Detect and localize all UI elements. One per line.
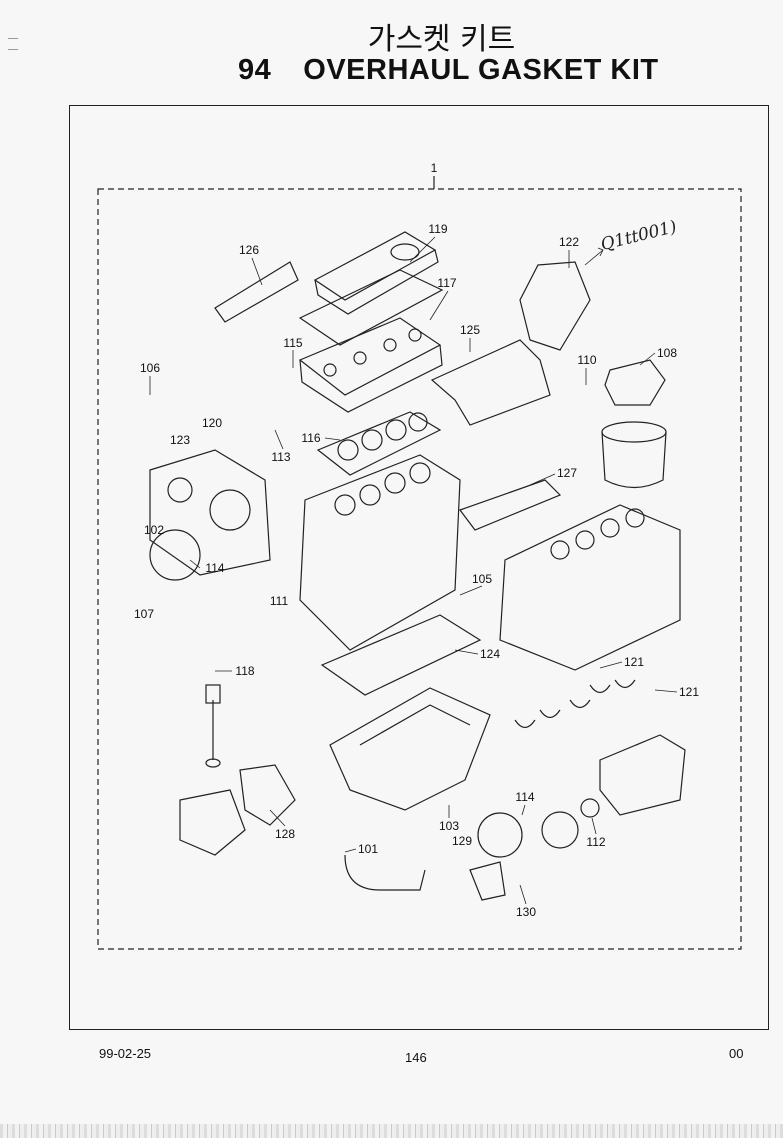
callout-107: 107	[133, 607, 155, 621]
callout-101: 101	[357, 842, 379, 856]
callout-125: 125	[459, 323, 481, 337]
callout-124: 124	[479, 647, 501, 661]
oil-pan	[329, 687, 491, 811]
diagram-frame	[69, 105, 769, 1030]
oil-pipe	[344, 854, 426, 891]
callout-120: 120	[201, 416, 223, 430]
footer-revision: 00	[729, 1046, 744, 1061]
callout-129: 129	[451, 834, 473, 848]
callout-116: 116	[301, 431, 321, 445]
title-text: OVERHAUL GASKET KIT	[303, 54, 659, 86]
callout-130: 130	[515, 905, 537, 919]
page-title: 94 OVERHAUL GASKET KIT	[238, 54, 659, 87]
callout-118: 118	[235, 664, 255, 678]
water-pump-gasket	[239, 764, 296, 826]
timing-cover	[149, 449, 271, 576]
head-gasket	[316, 411, 442, 476]
callout-1: 1	[430, 161, 438, 175]
o-ring-small	[580, 798, 600, 818]
callout-114b: 114	[515, 790, 535, 804]
callout-126: 126	[238, 243, 260, 257]
section-number: 94	[238, 54, 272, 86]
rocker-cover	[313, 231, 439, 315]
scan-artifact-strip	[0, 1124, 783, 1138]
callout-121b: 121	[678, 685, 700, 699]
callout-103: 103	[438, 819, 460, 833]
footer-date: 99-02-25	[99, 1046, 152, 1061]
housing-gasket	[519, 261, 591, 351]
injection-pump	[599, 734, 686, 816]
oil-pan-gasket	[320, 614, 482, 696]
footer-page-number: 146	[405, 1050, 427, 1065]
callout-117: 117	[437, 276, 457, 290]
callout-111: 111	[269, 594, 289, 608]
callout-112: 112	[586, 835, 606, 849]
kit-boundary	[97, 188, 742, 950]
rocker-gasket	[298, 269, 444, 346]
o-ring	[477, 812, 523, 858]
callout-114: 114	[205, 561, 225, 575]
cylinder-block-view	[499, 504, 681, 671]
callout-105: 105	[471, 572, 493, 586]
callout-102: 102	[143, 523, 165, 537]
callout-127: 127	[556, 466, 578, 480]
water-pump	[179, 789, 246, 856]
callout-leaders	[149, 236, 678, 905]
cylinder-head	[298, 317, 443, 413]
title-korean: 가스켓 키트	[367, 22, 516, 57]
callout-113: 113	[271, 450, 291, 464]
callout-115: 115	[283, 336, 303, 350]
callout-123: 123	[169, 433, 191, 447]
side-cover-gasket	[459, 479, 562, 531]
valve-assembly	[205, 684, 221, 768]
manifold-gasket	[214, 261, 299, 323]
callout-119: 119	[428, 222, 448, 236]
thermostat	[469, 861, 506, 901]
intake-manifold	[430, 339, 551, 426]
pulley	[149, 529, 201, 581]
callout-106: 106	[139, 361, 161, 375]
cylinder-block	[299, 454, 461, 651]
callout-108: 108	[656, 346, 678, 360]
callout-128: 128	[274, 827, 296, 841]
cover-plate	[541, 811, 579, 849]
bearing-shells	[514, 679, 636, 729]
callout-122: 122	[558, 235, 580, 249]
callout-121: 121	[623, 655, 645, 669]
thermostat-housing	[604, 359, 666, 406]
oil-filter	[601, 421, 667, 489]
scan-edge-mark	[8, 38, 18, 50]
callout-110: 110	[577, 353, 597, 367]
